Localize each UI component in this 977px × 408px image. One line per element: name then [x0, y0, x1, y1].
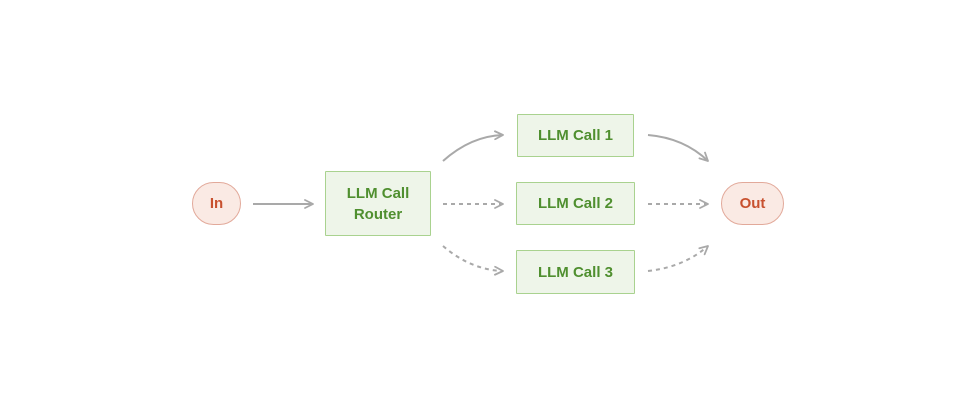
- in-node: In: [192, 182, 241, 225]
- edge-router-to-call3: [442, 245, 504, 276]
- llm-call-1-node: LLM Call 1: [517, 114, 634, 157]
- out-node: Out: [721, 182, 784, 225]
- router-node: LLM Call Router: [325, 171, 431, 236]
- in-node-label: In: [209, 195, 224, 212]
- llm-call-3-node: LLM Call 3: [516, 250, 635, 294]
- edge-router-to-call1: [442, 130, 504, 162]
- llm-call-2-label: LLM Call 2: [537, 195, 613, 212]
- router-node-label: LLM Call Router: [346, 184, 410, 223]
- edge-call1-to-out: [647, 134, 709, 162]
- out-node-label: Out: [739, 195, 766, 212]
- llm-call-2-node: LLM Call 2: [516, 182, 635, 225]
- llm-call-3-label: LLM Call 3: [537, 263, 613, 281]
- llm-call-1-label: LLM Call 1: [537, 127, 613, 144]
- edge-call3-to-out: [647, 245, 709, 272]
